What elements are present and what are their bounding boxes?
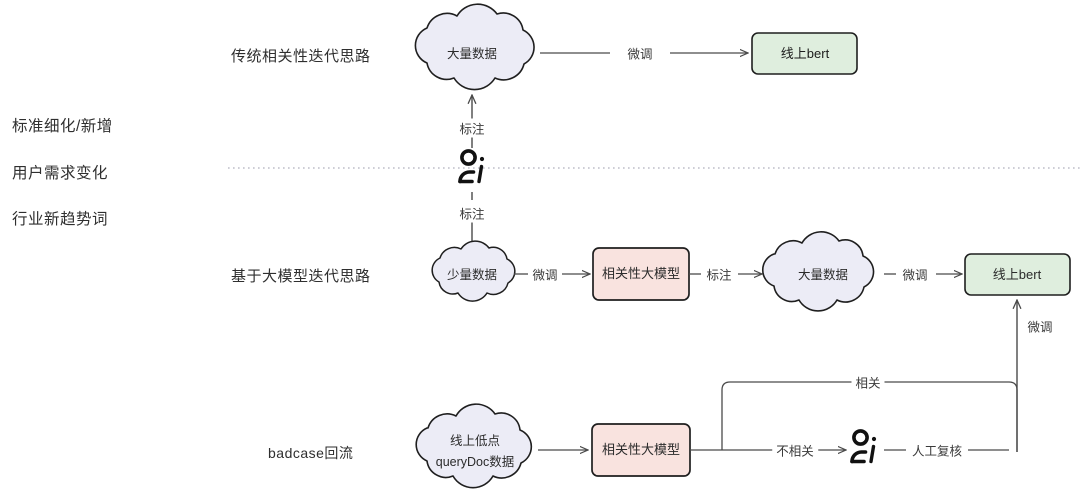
edge-label-r1-finetune: 微调 (623, 43, 657, 63)
node-label-r1-large-data: 大量数据 (446, 47, 498, 61)
edge-label-annotate-down: 标注 (455, 203, 489, 223)
row-title-llm-iteration: 基于大模型迭代思路 (231, 268, 371, 285)
edge-label-r2-finetune-1: 微调 (528, 264, 562, 284)
row-title-traditional-iteration: 传统相关性迭代思路 (231, 48, 371, 65)
node-label-r2-large-data: 大量数据 (797, 268, 849, 282)
reviewer-person-icon (844, 427, 884, 474)
annotator-person-icon (452, 147, 492, 194)
edge-label-irrelevant: 不相关 (772, 440, 818, 460)
edge-label-r2-finetune-2: 微调 (898, 264, 932, 284)
node-label-r3-cloud-line2: queryDoc数据 (435, 455, 515, 469)
edge-label-annotate-up: 标注 (455, 118, 489, 138)
node-label-r2-online-bert[interactable]: 线上bert (992, 267, 1042, 282)
row-title-badcase-backflow: badcase回流 (268, 445, 354, 461)
left-label-standard-refinement: 标准细化/新增 (12, 118, 113, 135)
node-label-r1-online-bert[interactable]: 线上bert (780, 46, 830, 61)
left-label-industry-trend-words: 行业新趋势词 (12, 211, 109, 228)
box-r2-online-bert (964, 253, 1071, 296)
cloud-r1-large-data (414, 3, 535, 91)
left-label-user-demand-change: 用户需求变化 (12, 165, 109, 182)
node-label-r3-cloud-line1: 线上低点 (449, 434, 501, 448)
box-r1-online-bert (751, 32, 858, 75)
node-label-r2-relevance-llm[interactable]: 相关性大模型 (601, 266, 681, 281)
edge-label-manual-review: 人工复核 (907, 440, 967, 460)
edge-label-r2-annotate: 标注 (702, 264, 736, 284)
cloud-r3-lowscore-data (415, 403, 533, 489)
edge-label-r3-finetune-up: 微调 (1023, 316, 1057, 336)
edge-label-relevant: 相关 (851, 372, 885, 392)
cloud-r2-small-data (431, 240, 516, 302)
cloud-r2-large-data (762, 231, 875, 312)
node-label-r2-small-data: 少量数据 (446, 268, 498, 282)
node-label-r3-relevance-llm[interactable]: 相关性大模型 (601, 442, 681, 457)
